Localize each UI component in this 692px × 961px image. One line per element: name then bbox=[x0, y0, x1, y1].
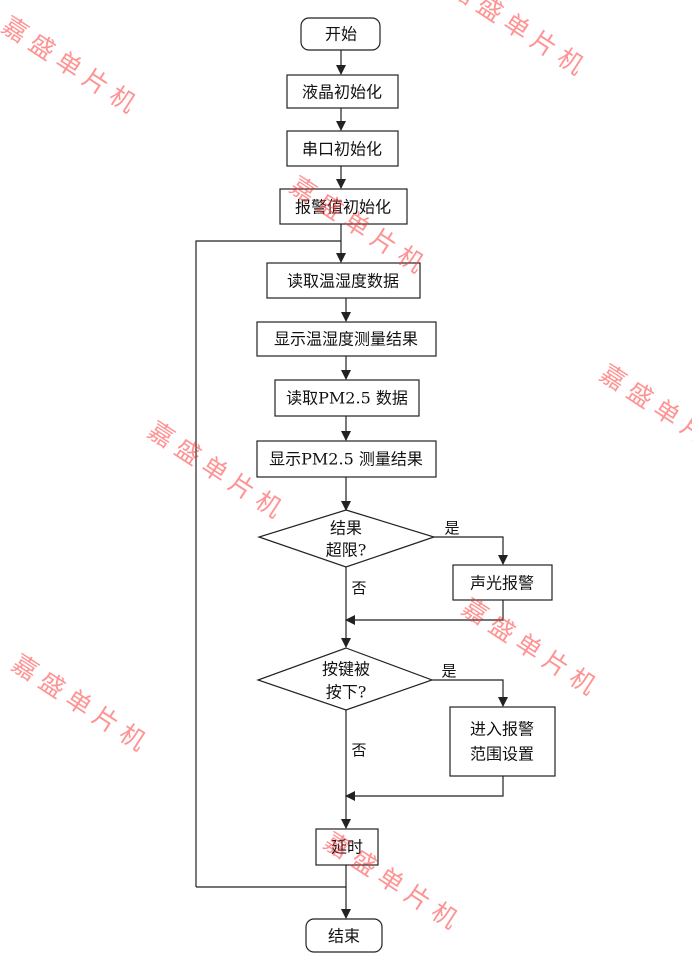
node-read-pm25-label: 读取PM2.5 数据 bbox=[286, 389, 408, 408]
loop-back-line bbox=[195, 240, 341, 887]
label-limit-no: 否 bbox=[351, 579, 366, 597]
edges bbox=[195, 50, 508, 919]
decision-key-line1: 按键被 bbox=[322, 660, 370, 679]
watermark-6: 嘉盛单片机 bbox=[457, 593, 607, 704]
node-decision-limit: 结果 超限? bbox=[257, 509, 436, 568]
node-start-label: 开始 bbox=[325, 25, 357, 44]
enter-alarm-range-line2: 范围设置 bbox=[470, 745, 534, 764]
decision-limit-line1: 结果 bbox=[330, 519, 362, 538]
node-show-temp-humidity: 显示温湿度测量结果 bbox=[256, 321, 437, 357]
watermark-7: 嘉盛单片机 bbox=[7, 649, 157, 760]
node-start: 开始 bbox=[300, 17, 381, 51]
edge-range-merge bbox=[345, 776, 504, 801]
node-alarm-init-label: 报警值初始化 bbox=[295, 198, 391, 217]
watermark-2: 嘉盛单片机 bbox=[445, 0, 595, 84]
decision-key-line2: 按下? bbox=[326, 683, 367, 702]
enter-alarm-range-line1: 进入报警 bbox=[470, 720, 534, 739]
node-end: 结束 bbox=[305, 918, 383, 953]
node-uart-init: 串口初始化 bbox=[286, 130, 399, 167]
node-read-temp-humidity-label: 读取温湿度数据 bbox=[287, 272, 399, 291]
edge-key-yes bbox=[432, 679, 508, 707]
edge-delay-to-loop bbox=[196, 865, 347, 888]
node-read-temp-humidity: 读取温湿度数据 bbox=[266, 262, 421, 299]
node-lcd-init-label: 液晶初始化 bbox=[302, 83, 382, 102]
node-show-pm25-label: 显示PM2.5 测量结果 bbox=[269, 450, 423, 469]
node-alarm-init: 报警值初始化 bbox=[279, 188, 408, 225]
edge-alarm-merge bbox=[345, 600, 504, 625]
node-show-temp-humidity-label: 显示温湿度测量结果 bbox=[274, 330, 418, 349]
node-delay: 延时 bbox=[315, 828, 379, 866]
label-key-no: 否 bbox=[351, 741, 366, 759]
node-decision-key: 按键被 按下? bbox=[256, 647, 434, 711]
watermark-1: 嘉盛单片机 bbox=[0, 11, 147, 122]
watermark-4: 嘉盛单片机 bbox=[595, 359, 692, 470]
node-lcd-init: 液晶初始化 bbox=[286, 74, 399, 109]
node-sound-light-alarm-label: 声光报警 bbox=[470, 574, 534, 593]
node-uart-init-label: 串口初始化 bbox=[302, 140, 382, 159]
node-delay-label: 延时 bbox=[331, 838, 363, 857]
node-end-label: 结束 bbox=[328, 927, 360, 946]
label-key-yes: 是 bbox=[441, 662, 456, 680]
node-sound-light-alarm: 声光报警 bbox=[452, 564, 553, 601]
label-limit-yes: 是 bbox=[444, 519, 459, 537]
edge-limit-yes bbox=[434, 536, 508, 565]
decision-limit-line2: 超限? bbox=[326, 541, 367, 560]
node-enter-alarm-range: 进入报警 范围设置 bbox=[449, 706, 556, 777]
node-show-pm25: 显示PM2.5 测量结果 bbox=[256, 440, 437, 478]
node-read-pm25: 读取PM2.5 数据 bbox=[274, 379, 420, 417]
